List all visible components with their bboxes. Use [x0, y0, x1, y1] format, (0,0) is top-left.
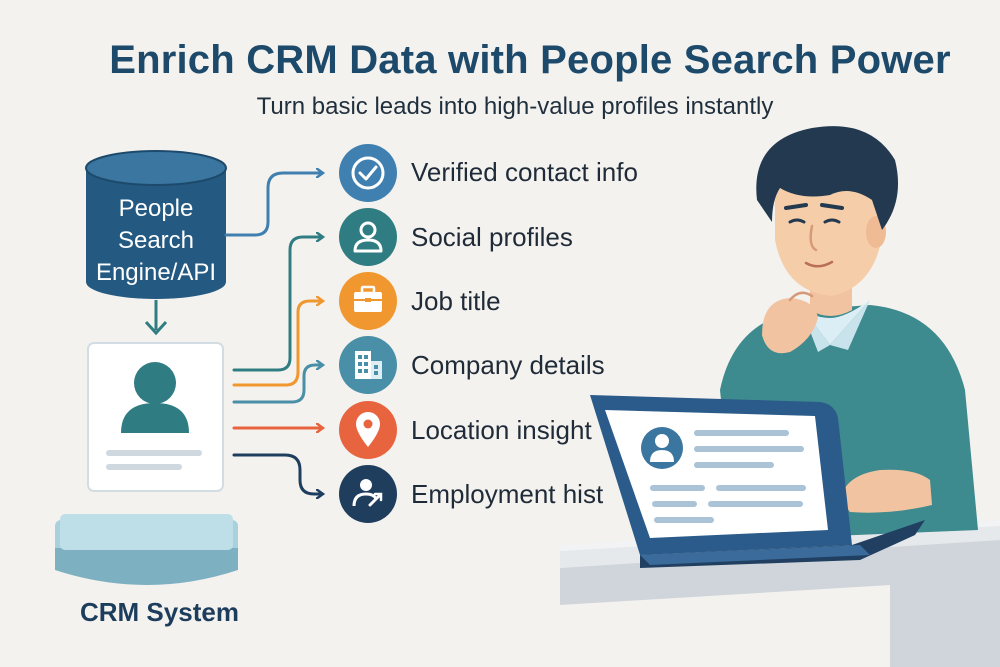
page-subtitle: Turn basic leads into high-value profile… [256, 93, 774, 120]
connectors [224, 173, 322, 494]
feature-label-location: Location insight [411, 415, 592, 445]
feature-label-verified: Verified contact info [411, 157, 638, 187]
career-icon [339, 465, 397, 523]
connector-company [232, 365, 322, 404]
connector-verified [224, 173, 322, 237]
map-pin-icon [339, 401, 397, 459]
feature-label-company: Company details [411, 350, 605, 380]
connector-job [232, 301, 322, 387]
database-label: People Search Engine/API [86, 193, 226, 289]
database-label-line3: Engine/API [95, 259, 217, 286]
db-to-crm-arrow [144, 300, 168, 336]
feature-label-social: Social profiles [411, 222, 573, 252]
avatar-body [121, 403, 189, 433]
connector-social [232, 237, 322, 372]
crm-system-label: CRM System [80, 597, 239, 627]
crm-platform [55, 514, 238, 585]
user-icon [339, 208, 397, 266]
feature-label-employment: Employment hist [411, 479, 604, 509]
database-cylinder [85, 150, 227, 299]
page-title: Enrich CRM Data with People Search Power [109, 38, 951, 82]
crm-profile-card [87, 342, 224, 492]
avatar-head [134, 362, 176, 404]
connector-employment [232, 453, 322, 494]
database-label-line1: People [118, 195, 194, 222]
laptop [590, 395, 925, 568]
building-icon [339, 336, 397, 394]
feature-label-job: Job title [411, 286, 501, 316]
briefcase-icon [339, 272, 397, 330]
check-circle-icon [339, 144, 397, 202]
database-label-line2: Search [117, 227, 195, 254]
